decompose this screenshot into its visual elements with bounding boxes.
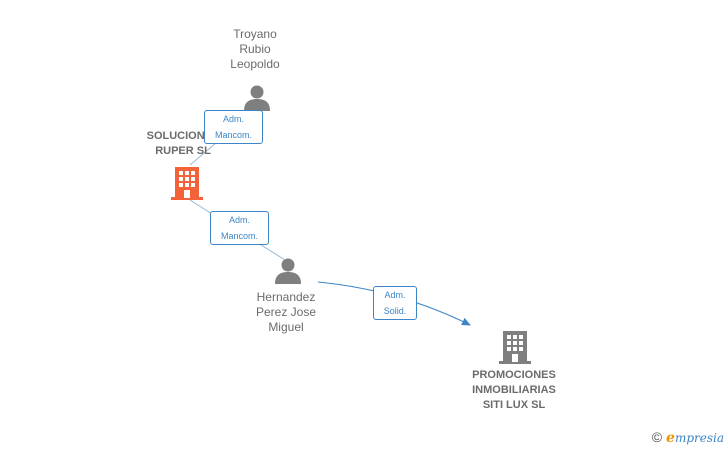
building-icon[interactable] [171,166,203,200]
role-badge-hernandez-promociones[interactable]: Adm. Solid. [373,286,417,320]
person-icon[interactable] [274,256,302,284]
building-icon[interactable] [499,330,531,364]
node-label-troyano: Troyano Rubio Leopoldo [230,27,280,71]
person-icon[interactable] [243,83,271,111]
brand-logo: empresia [666,430,724,446]
copyright-footer: ©empresia [652,429,724,446]
role-badge-soluciones-hernandez[interactable]: Adm. Mancom. [210,211,269,245]
role-badge-troyano-soluciones[interactable]: Adm. Mancom. [204,110,263,144]
node-label-hernandez: Hernandez Perez Jose Miguel [255,290,317,334]
copyright-icon: © [651,429,663,445]
node-label-soluciones: SOLUCIONES RUPER SL [146,130,220,157]
node-label-promociones: PROMOCIONES INMOBILIARIAS SITI LUX SL [472,369,556,411]
